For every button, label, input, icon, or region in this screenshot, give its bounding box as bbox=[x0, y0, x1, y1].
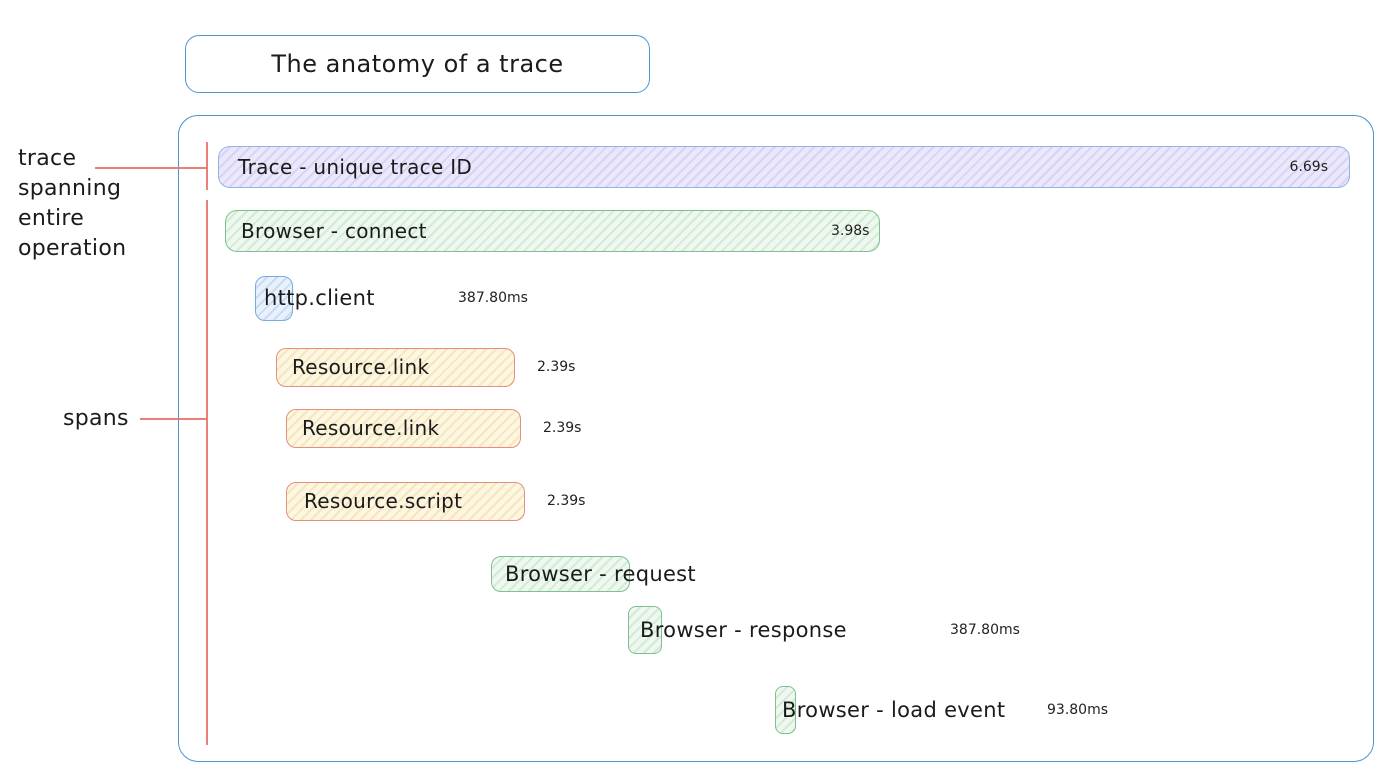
trace-duration-label: 6.69s bbox=[1289, 159, 1328, 175]
diagram-title: The anatomy of a trace bbox=[271, 50, 564, 78]
span-row-resource-link-2: Resource.link 2.39s bbox=[286, 409, 666, 448]
duration-label: 2.39s bbox=[537, 359, 576, 375]
span-box bbox=[255, 276, 293, 321]
span-row-browser-request: Browser - request bbox=[491, 556, 791, 592]
spans-annotation-line bbox=[140, 418, 207, 420]
span-box bbox=[225, 210, 880, 252]
duration-label: 3.98s bbox=[831, 223, 870, 239]
span-label: Browser - response bbox=[640, 618, 847, 642]
duration-label: 2.39s bbox=[547, 493, 586, 509]
span-box bbox=[286, 409, 521, 448]
trace-bar: Trace - unique trace ID 6.69s bbox=[218, 146, 1350, 188]
span-box bbox=[286, 482, 525, 521]
trace-bar-label: Trace - unique trace ID bbox=[238, 155, 473, 179]
span-label: Resource.link bbox=[292, 355, 430, 379]
span-box bbox=[491, 556, 630, 592]
trace-annotation-line bbox=[95, 167, 207, 169]
title-box: The anatomy of a trace bbox=[185, 35, 650, 93]
span-label: Browser - load event bbox=[782, 698, 1006, 722]
span-row-browser-connect: Browser - connect 3.98s bbox=[225, 210, 925, 252]
span-label: Resource.link bbox=[302, 416, 440, 440]
span-label: Resource.script bbox=[304, 489, 463, 513]
span-box bbox=[276, 348, 515, 387]
span-row-resource-link-1: Resource.link 2.39s bbox=[276, 348, 656, 387]
span-label: http.client bbox=[264, 286, 375, 310]
span-row-browser-load-event: Browser - load event 93.80ms bbox=[775, 686, 1155, 734]
duration-label: 387.80ms bbox=[950, 622, 1020, 638]
span-row-resource-script: Resource.script 2.39s bbox=[286, 482, 666, 521]
span-box bbox=[628, 606, 662, 654]
spans-annotation-text: spans bbox=[63, 406, 129, 431]
trace-annotation-tick bbox=[206, 142, 208, 190]
trace-annotation-text: trace spanning entire operation bbox=[18, 146, 127, 261]
trace-bar-box bbox=[218, 146, 1350, 188]
duration-label: 2.39s bbox=[543, 420, 582, 436]
duration-label: 93.80ms bbox=[1047, 702, 1109, 718]
span-box bbox=[775, 686, 796, 734]
duration-label: 387.80ms bbox=[458, 290, 528, 306]
span-row-http-client: http.client 387.80ms bbox=[255, 276, 675, 321]
span-label: Browser - connect bbox=[241, 219, 427, 243]
span-label: Browser - request bbox=[505, 562, 696, 586]
spans-bracket-line bbox=[206, 200, 208, 745]
span-row-browser-response: Browser - response 387.80ms bbox=[628, 606, 1048, 654]
